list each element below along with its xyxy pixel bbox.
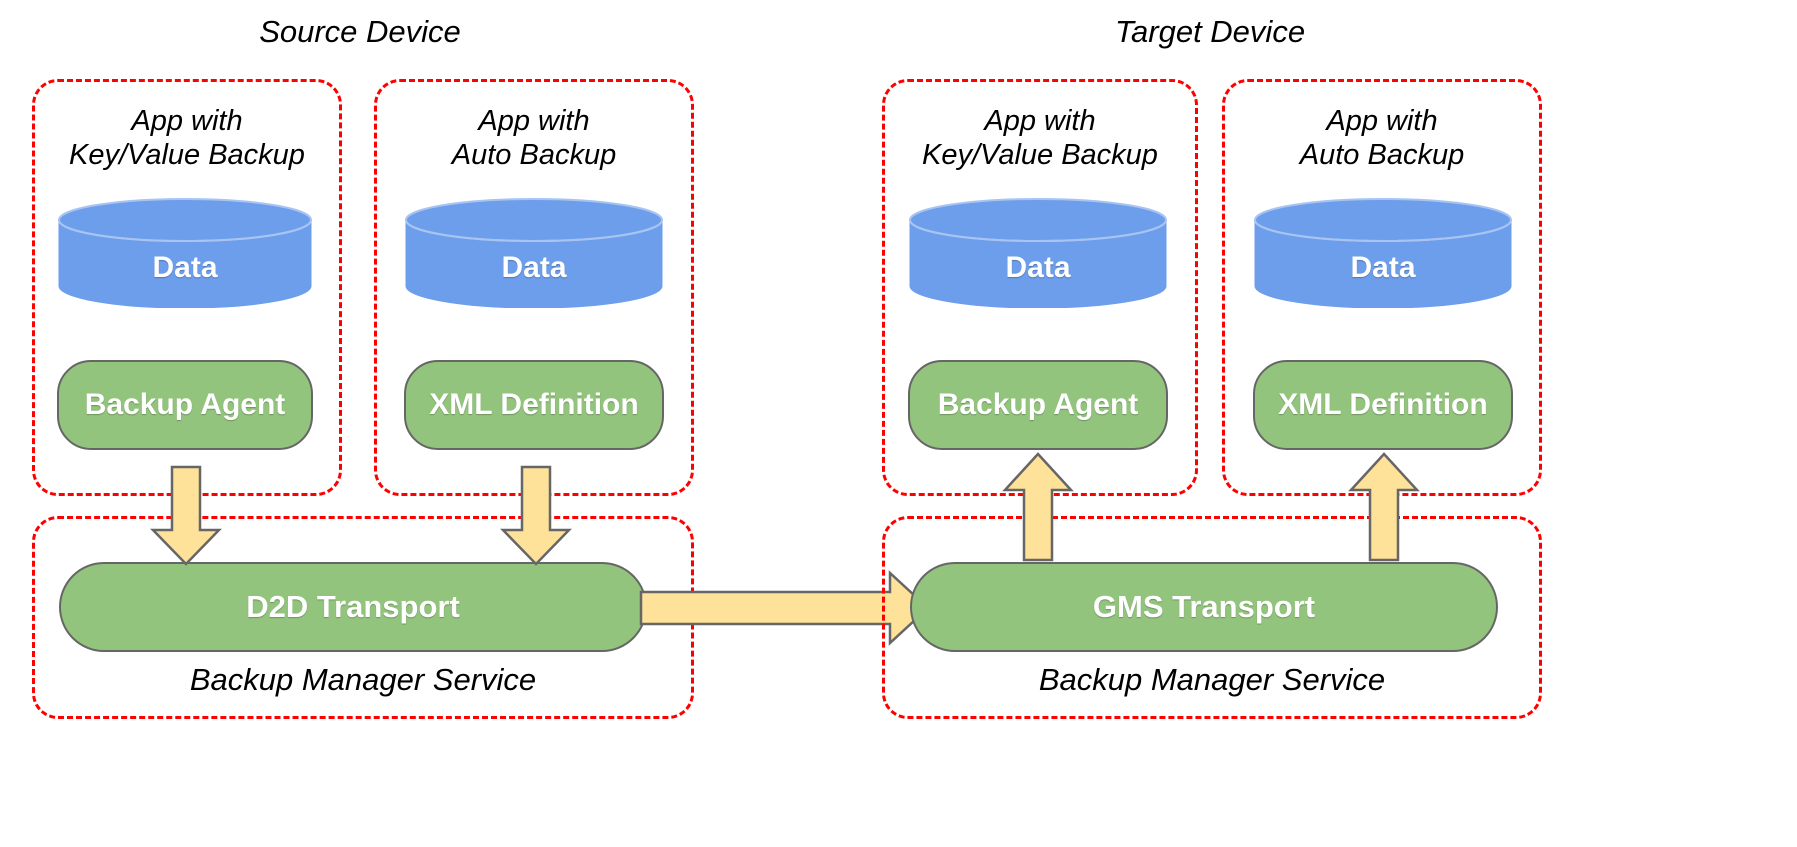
arrow-source-keyvalue-down (150, 465, 222, 566)
data-cylinder-source-auto: Data (404, 198, 664, 308)
transport-d2d[interactable]: D2D Transport (59, 562, 647, 652)
app-label-target-keyvalue: App with Key/Value Backup (922, 105, 1158, 171)
service-container-target: Backup Manager Service (882, 516, 1542, 719)
arrow-transport-right (639, 570, 930, 646)
component-backup-agent-target[interactable]: Backup Agent (908, 360, 1168, 450)
data-cylinder-target-keyvalue: Data (908, 198, 1168, 308)
app-label-source-auto: App with Auto Backup (451, 105, 617, 171)
arrow-target-keyvalue-up (1002, 452, 1074, 562)
arrow-source-auto-down (500, 465, 572, 566)
app-label-target-auto: App with Auto Backup (1299, 105, 1465, 171)
component-xml-definition-target[interactable]: XML Definition (1253, 360, 1513, 450)
data-cylinder-target-auto: Data (1253, 198, 1513, 308)
data-cylinder-source-keyvalue: Data (57, 198, 313, 308)
device-title-source: Source Device (259, 14, 461, 49)
app-label-source-keyvalue: App with Key/Value Backup (69, 105, 305, 171)
component-backup-agent-source[interactable]: Backup Agent (57, 360, 313, 450)
device-title-target: Target Device (1114, 14, 1306, 49)
arrow-target-auto-up (1348, 452, 1420, 562)
transport-gms[interactable]: GMS Transport (910, 562, 1498, 652)
component-xml-definition-source[interactable]: XML Definition (404, 360, 664, 450)
service-label-source: Backup Manager Service (189, 662, 537, 697)
service-label-target: Backup Manager Service (1038, 662, 1386, 697)
